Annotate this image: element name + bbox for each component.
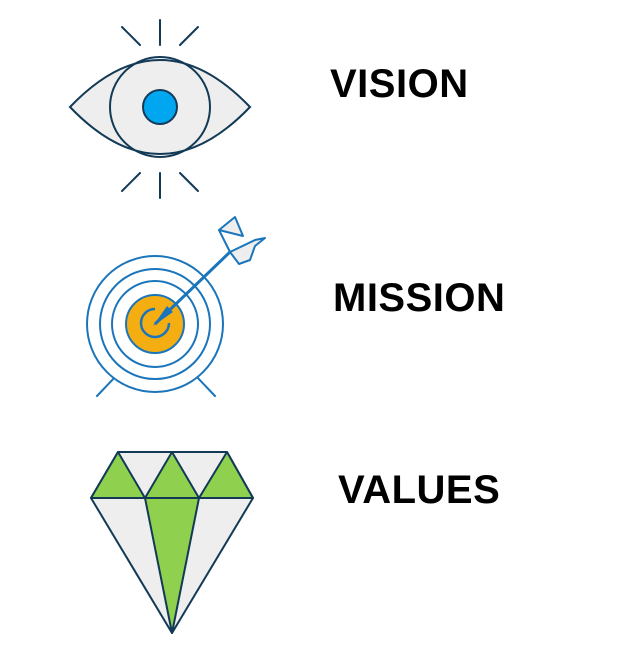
target-arrow-icon — [86, 216, 266, 397]
vision-label: VISION — [330, 62, 469, 106]
mission-label: MISSION — [333, 276, 506, 320]
eye-icon — [68, 19, 252, 199]
diamond-icon — [90, 451, 254, 634]
values-label: VALUES — [338, 468, 501, 512]
